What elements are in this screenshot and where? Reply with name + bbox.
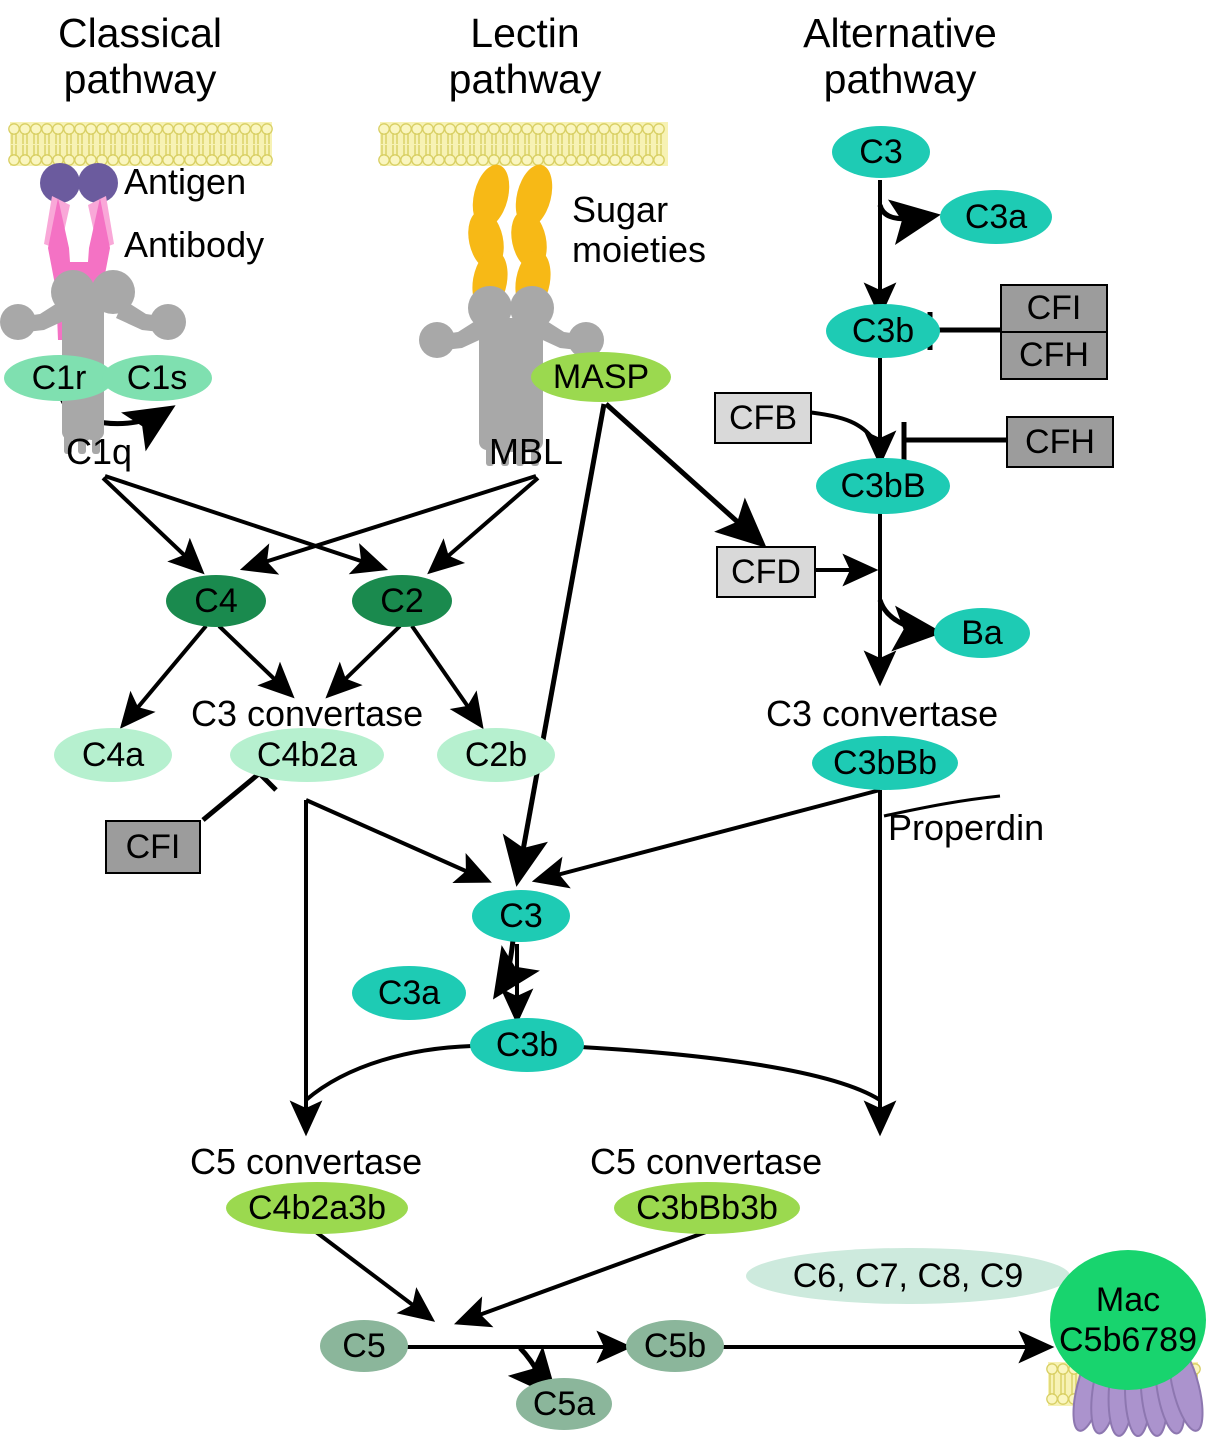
node-mac[interactable]: Mac C5b6789 [1050, 1250, 1206, 1390]
masp-to-cfd-arrow [604, 402, 767, 549]
label-c5-convertase-classical: C5 convertase [190, 1141, 423, 1182]
c3bB-to-ba-arrow [877, 599, 943, 652]
mbl-to-c4-arrow [239, 474, 537, 575]
node-c3bBb3b[interactable]: C3bBb3b [614, 1182, 800, 1234]
altc3-to-c3a-arrow [877, 199, 941, 245]
node-c2b[interactable]: C2b [437, 728, 555, 782]
regulator-cfb[interactable]: CFB [714, 392, 812, 444]
properdin-pointer [883, 794, 1001, 818]
node-c3bBb[interactable]: C3bBb [812, 736, 958, 790]
node-c5b[interactable]: C5b [626, 1320, 724, 1372]
c1q-to-c4-arrow [101, 476, 205, 575]
label-properdin: Properdin [888, 807, 1045, 848]
node-alt-c3[interactable]: C3 [832, 126, 930, 178]
node-c2[interactable]: C2 [352, 575, 452, 627]
c3b-to-left-convertase-line [304, 1044, 473, 1102]
label-sugar-moieties: Sugar moieties [572, 189, 707, 270]
node-c5[interactable]: C5 [320, 1320, 408, 1372]
mbl-to-c2-arrow [427, 476, 540, 575]
node-alt-c3b[interactable]: C3b [826, 304, 940, 358]
label-antibody: Antibody [124, 224, 265, 265]
classical-membrane [8, 122, 273, 166]
c4-to-c4a-arrow [119, 624, 208, 729]
node-mid-c3[interactable]: C3 [472, 890, 570, 942]
node-masp[interactable]: MASP [531, 352, 671, 402]
alt-convertase-to-c3-arrow [531, 788, 881, 889]
node-c4b2a3b[interactable]: C4b2a3b [226, 1182, 408, 1234]
regulator-cfi-alt[interactable]: CFI [1002, 286, 1106, 333]
masp-to-c3-arrow [502, 403, 607, 887]
node-c4[interactable]: C4 [166, 575, 266, 627]
node-c3bB[interactable]: C3bB [816, 458, 950, 514]
node-c4b2a[interactable]: C4b2a [230, 728, 384, 782]
label-c3-convertase-classical: C3 convertase [191, 693, 424, 734]
node-mid-c3b[interactable]: C3b [470, 1018, 584, 1072]
c2-to-c3convertase-arrow [325, 624, 402, 699]
mbl-protein [419, 286, 604, 466]
header-lectin-pathway: Lectin pathway [448, 10, 602, 102]
header-classical-pathway: Classical pathway [57, 10, 223, 102]
antigen-molecules [40, 163, 118, 203]
node-c4a[interactable]: C4a [54, 728, 172, 782]
cfb-feed-line [805, 410, 876, 442]
node-c5a[interactable]: C5a [516, 1378, 612, 1430]
node-mid-c3a[interactable]: C3a [352, 966, 466, 1020]
c1q-to-c2-arrow [104, 474, 389, 575]
lectin-membrane [378, 122, 668, 166]
regulator-cfd[interactable]: CFD [716, 546, 816, 598]
regulator-cfi-cfh-stack[interactable]: CFI CFH [1000, 284, 1108, 380]
cfi-classical-inhibition-line [201, 770, 263, 822]
header-alternative-pathway: Alternative pathway [803, 10, 997, 102]
label-c5-convertase-alternative: C5 convertase [590, 1141, 823, 1182]
c2-to-c2b-arrow [410, 624, 484, 730]
c3b-to-right-convertase-line [561, 1044, 882, 1102]
c4b2a-to-c3-arrow [305, 798, 492, 883]
regulator-cfh-stack[interactable]: CFH [1019, 336, 1089, 374]
node-c1r[interactable]: C1r [4, 355, 114, 401]
c4-to-c3convertase-arrow [217, 624, 295, 699]
midc3-to-c3a-arrow [493, 939, 540, 1000]
regulator-cfh-single[interactable]: CFH [1006, 416, 1114, 468]
node-c1s[interactable]: C1s [102, 355, 212, 401]
sugar-moieties-graphic [468, 164, 553, 312]
label-antigen: Antigen [124, 161, 247, 202]
label-c3-convertase-alternative: C3 convertase [766, 693, 999, 734]
node-ba[interactable]: Ba [934, 608, 1030, 658]
node-alt-c3a[interactable]: C3a [940, 190, 1052, 244]
node-terminal-components[interactable]: C6, C7, C8, C9 [746, 1248, 1070, 1304]
regulator-cfi-classical[interactable]: CFI [105, 820, 201, 874]
label-c1q: C1q [66, 431, 133, 472]
c1q-protein [0, 270, 186, 454]
c4b2a3b-to-c5-arrow [314, 1230, 436, 1322]
label-mbl: MBL [489, 431, 564, 472]
c3bBb3b-to-c5-arrow [453, 1230, 707, 1328]
